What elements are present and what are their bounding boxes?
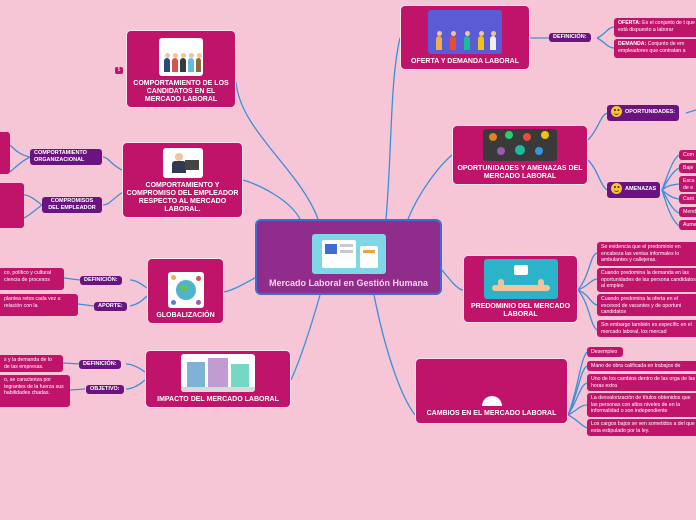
branch-impacto-title: IMPACTO DEL MERCADO LABORAL (157, 396, 279, 403)
leaf-demanda[interactable]: DEMANDA: Conjunto de em empleadores que … (614, 39, 696, 58)
branch-predominio-title: PREDOMINIO DEL MERCADO LABORAL (470, 303, 571, 318)
branch-oferta-demanda[interactable]: OFERTA Y DEMANDA LABORAL (400, 5, 530, 70)
network-people-icon (483, 129, 557, 161)
branch-predominio[interactable]: PREDOMINIO DEL MERCADO LABORAL (463, 255, 578, 323)
branch-oferta-title: OFERTA Y DEMANDA LABORAL (411, 58, 519, 65)
leaf-compromisos-1[interactable] (0, 183, 24, 228)
leaf-amenaza-5[interactable]: Mend (679, 207, 696, 217)
leaf-predominio-3[interactable]: Cuando predomina la oferta en el excesod… (597, 294, 696, 316)
leaf-amenaza-6[interactable]: Aume (679, 220, 696, 230)
branch-candidatos-title: COMPORTAMIENTO DE LOS CANDIDATOS EN EL M… (133, 80, 229, 103)
tag-amenazas[interactable]: AMENAZAS (607, 182, 661, 198)
tag-impacto-definicion[interactable]: DEFINICIÓN: (79, 360, 121, 369)
branch-cambios-title: CAMBIOS EN EL MERCADO LABORAL (426, 410, 557, 417)
notes-badge[interactable]: 5 (115, 67, 123, 74)
tag-comportamiento-organizacional[interactable]: COMPORTAMIENTO ORGANIZACIONAL (30, 149, 102, 165)
smile-emoji-icon (611, 106, 622, 118)
branch-globalizacion-title: GLOBALIZACIÓN (156, 312, 215, 319)
leaf-cambios-4[interactable]: La desvalorización de títulos obtenidos … (587, 393, 696, 417)
leaf-amenaza-3[interactable]: Esca de e (679, 176, 696, 192)
tag-oferta-definicion[interactable]: DEFINICIÓN: (549, 33, 591, 42)
team-workers-icon (428, 10, 502, 54)
leaf-comportamiento-1[interactable] (0, 132, 10, 174)
central-topic[interactable]: Mercado Laboral en Gestión Humana (255, 219, 442, 295)
hands-chart-icon (483, 259, 558, 299)
market-stalls-icon (181, 354, 255, 392)
branch-candidatos[interactable]: COMPORTAMIENTO DE LOS CANDIDATOS EN EL M… (126, 30, 236, 108)
leaf-predominio-2[interactable]: Cuando predomina la demanda en las oport… (597, 268, 696, 292)
branch-empleador-title: COMPORTAMIENTO Y COMPROMISO DEL EMPLEADO… (126, 182, 239, 213)
leaf-oferta[interactable]: OFERTA: Es el conjunto de t que está dis… (614, 18, 696, 37)
leaf-impacto-definicion[interactable]: s y la demanda de lo de las empresas. (0, 355, 63, 372)
leaf-globalizacion-aporte[interactable]: plantea retos cada vez u relación con la (0, 294, 78, 316)
leaf-amenaza-2[interactable]: Baje (679, 163, 696, 173)
leaf-cambios-1[interactable]: Desempleo (587, 347, 623, 357)
branch-oportunidades[interactable]: OPORTUNIDADES Y AMENAZAS DEL MERCADO LAB… (452, 125, 588, 185)
neutral-emoji-icon (611, 183, 622, 195)
tag-globalizacion-definicion[interactable]: DEFINICIÓN: (80, 276, 122, 285)
leaf-cambios-3[interactable]: Uno de los cambios dentro de las orga de… (587, 374, 696, 391)
leaf-cambios-5[interactable]: Los cargos bajos se ven sometidos a del … (587, 419, 696, 436)
dashboard-illustration-icon (311, 234, 386, 274)
leaf-globalizacion-definicion[interactable]: co, político y cultural ciencia de proce… (0, 268, 64, 290)
tag-oportunidades[interactable]: OPORTUNIDADES: (607, 105, 680, 121)
leaf-impacto-objetivo[interactable]: o, se caracteriza por tegrantes de la fu… (0, 375, 70, 407)
central-title: Mercado Laboral en Gestión Humana (268, 278, 429, 288)
leaf-amenaza-1[interactable]: Com (679, 150, 696, 160)
people-group-icon (159, 38, 203, 76)
tag-globalizacion-aporte[interactable]: APORTE: (94, 302, 127, 311)
semicircle-icon (481, 396, 502, 406)
businessman-computer-icon (162, 148, 203, 178)
globe-network-icon (167, 272, 204, 308)
tag-impacto-objetivo[interactable]: OBJETIVO: (86, 385, 124, 394)
branch-empleador[interactable]: COMPORTAMIENTO Y COMPROMISO DEL EMPLEADO… (122, 142, 243, 218)
leaf-cambios-2[interactable]: Mano de obra calificada en trabajos de (587, 361, 696, 371)
tag-compromisos-empleador[interactable]: COMPROMISOS DEL EMPLEADOR (42, 197, 102, 213)
branch-globalizacion[interactable]: GLOBALIZACIÓN (147, 258, 224, 324)
leaf-predominio-1[interactable]: Se evidencia que el predominio en encabe… (597, 242, 696, 266)
branch-cambios[interactable]: CAMBIOS EN EL MERCADO LABORAL (415, 358, 568, 424)
branch-impacto[interactable]: IMPACTO DEL MERCADO LABORAL (145, 350, 291, 408)
branch-oportunidades-title: OPORTUNIDADES Y AMENAZAS DEL MERCADO LAB… (457, 165, 583, 180)
leaf-amenaza-4[interactable]: Cant (679, 194, 696, 204)
leaf-predominio-4[interactable]: Sin embargo también es específic en el m… (597, 320, 696, 337)
